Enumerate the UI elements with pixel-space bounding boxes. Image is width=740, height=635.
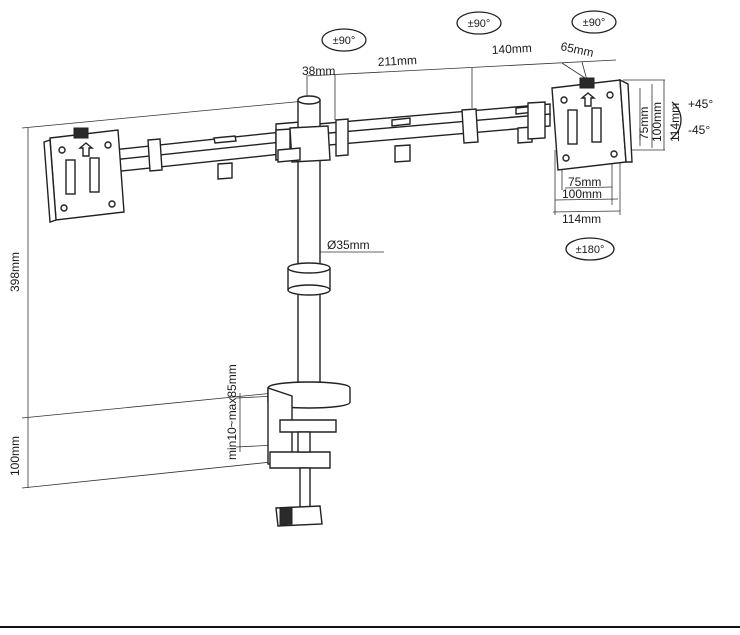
- dim-38: 38mm: [302, 64, 335, 78]
- dim-clamp-height: 100mm: [8, 436, 22, 476]
- dim-pole-diameter: Ø35mm: [327, 238, 370, 252]
- dim-140: 140mm: [491, 41, 532, 57]
- rotation-badge-swivel: ±180°: [565, 237, 615, 261]
- svg-text:±90°: ±90°: [468, 18, 491, 30]
- right-vesa-plate: [551, 77, 633, 171]
- pole: [277, 95, 331, 395]
- dim-65: 65mm: [559, 39, 595, 60]
- rotation-badge-mid-arm: ±90°: [456, 11, 502, 35]
- left-arm: [111, 121, 301, 180]
- svg-text:±90°: ±90°: [583, 17, 606, 29]
- right-arm: [317, 101, 551, 163]
- tilt-arrow-icon: [671, 101, 682, 139]
- left-vesa-plate: [43, 127, 125, 223]
- vesa-75-height: 75mm: [637, 107, 651, 140]
- vesa-100-width: 100mm: [562, 187, 602, 201]
- vesa-114-height: 114mm: [668, 103, 682, 142]
- dim-clamp-range: min10~max85mm: [225, 364, 239, 460]
- vesa-100-height: 100mm: [650, 102, 664, 142]
- tilt-up-label: +45°: [688, 97, 713, 111]
- rotation-badge-left-arm: ±90°: [321, 28, 367, 52]
- footer-rule: [0, 626, 740, 628]
- desk-clamp: [267, 381, 351, 527]
- dim-211: 211mm: [377, 53, 417, 69]
- svg-text:±90°: ±90°: [333, 35, 356, 47]
- svg-text:±180°: ±180°: [576, 244, 605, 256]
- tilt-down-label: -45°: [688, 123, 710, 137]
- dim-overall-height: 398mm: [8, 252, 22, 292]
- vesa-75-width: 75mm: [568, 175, 601, 189]
- vesa-114-width: 114mm: [562, 212, 601, 226]
- rotation-badge-right-arm: ±90°: [571, 10, 617, 34]
